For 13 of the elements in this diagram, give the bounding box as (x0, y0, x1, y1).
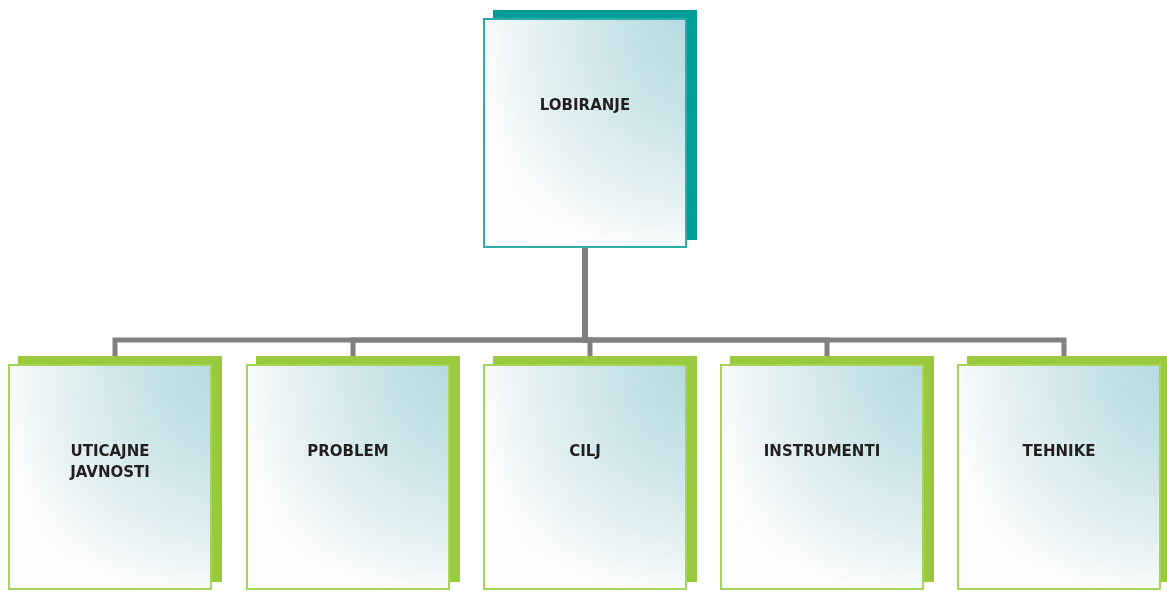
process-box (8, 356, 222, 590)
box-label: CILJ (568, 441, 602, 462)
box-label: LOBIRANJE (538, 95, 632, 116)
box-label: PROBLEM (306, 441, 390, 462)
connector-line (582, 248, 1067, 356)
process-box (720, 356, 934, 590)
box-label: UTICAJNE JAVNOSTI (68, 441, 151, 483)
process-box (483, 356, 697, 590)
process-box (246, 356, 460, 590)
process-box (957, 356, 1167, 590)
box-label: TEHNIKE (1021, 441, 1097, 462)
process-box (483, 10, 697, 248)
box-label: INSTRUMENTI (762, 441, 882, 462)
